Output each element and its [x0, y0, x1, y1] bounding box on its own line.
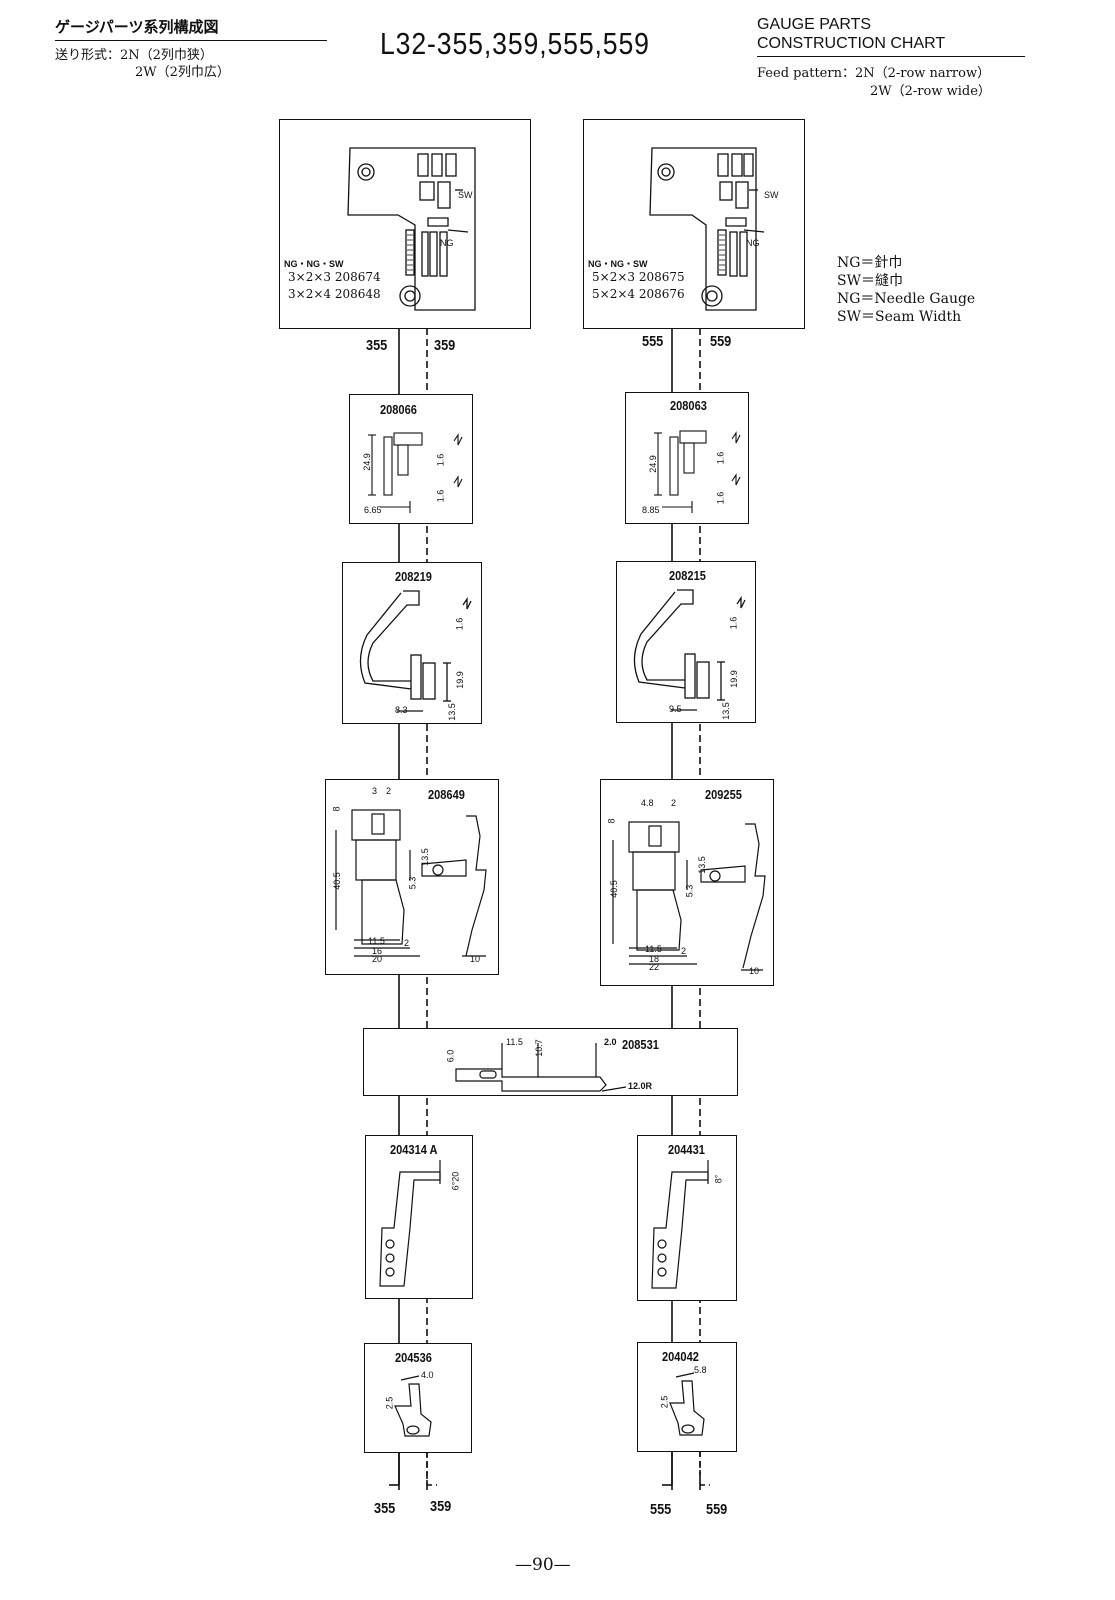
jp-chart-title: ゲージパーツ系列構成図	[55, 18, 219, 36]
dim-8-85: 8.85	[642, 505, 660, 515]
route-label-355-bottom: 355	[374, 1500, 396, 1517]
part-number-204314a: 204314 A	[390, 1142, 438, 1157]
dim-9-5: 9.5	[669, 704, 682, 714]
dim-2: 2	[671, 798, 677, 808]
dim-20: 20	[372, 954, 383, 964]
dim-22: 22	[649, 962, 660, 972]
differential-feed-dog-drawing-icon	[633, 589, 746, 711]
part-number-208219: 208219	[395, 569, 432, 584]
needle-guard-drawing-icon	[455, 1043, 627, 1092]
jp-feed-pattern-line1: 送り形式：2N（2列巾狭）	[55, 48, 213, 63]
looper-box-204431: 204431 8°	[637, 1135, 737, 1301]
en-chart-title: GAUGE PARTS CONSTRUCTION CHART	[757, 15, 945, 53]
feed-pattern-line1: Feed pattern：2N（2-row narrow）	[757, 66, 991, 81]
part-number-208649: 208649	[428, 787, 465, 802]
en-title-line2: CONSTRUCTION CHART	[757, 35, 946, 52]
feed-dog-box-208215: 208215 1.6 19.9 13.5 9.5	[616, 561, 756, 723]
presser-foot-box-209255: 209255 4.8 2 8 40.5 5.3 13.5 11.5 2 18 2…	[600, 779, 774, 986]
dim-6-65: 6.65	[364, 505, 382, 515]
looper-box-204536: 204536 2.5 4.0	[364, 1343, 472, 1453]
feed-dog-drawing-icon	[654, 430, 741, 513]
part-number-208066: 208066	[380, 402, 417, 417]
part-number-208531: 208531	[622, 1037, 659, 1052]
dim-2: 2	[681, 946, 687, 956]
looper-box-204314a: 204314 A 6°20	[365, 1135, 473, 1299]
part-number-208063: 208063	[670, 398, 707, 413]
legend-ng-jp: NG＝針巾	[837, 255, 903, 271]
model-number-title: L32-355,359,555,559	[380, 26, 650, 61]
route-label-359-bottom: 359	[430, 1498, 452, 1515]
needle-plate-drawing-icon	[347, 147, 476, 311]
looper-drawing-icon	[651, 1160, 709, 1289]
en-title-underline	[757, 56, 1025, 57]
ng-label: NG	[746, 238, 760, 248]
sw-label: SW	[458, 190, 473, 200]
legend-ng-en: NG＝Needle Gauge	[837, 291, 976, 307]
route-label-555-bottom: 555	[650, 1501, 672, 1518]
jp-title-underline	[55, 40, 327, 41]
page-number: —90—	[515, 1555, 571, 1575]
looper-drawing-icon	[379, 1160, 441, 1287]
sw-label: SW	[764, 190, 779, 200]
dim-2: 2	[404, 938, 410, 948]
dim-4-8: 4.8	[641, 798, 654, 808]
dim-16: 16	[372, 946, 383, 956]
route-label-559-top: 559	[710, 333, 732, 350]
en-title-line1: GAUGE PARTS	[757, 16, 872, 33]
ng-ng-sw-header: NG・NG・SW	[588, 259, 648, 269]
needle-plate-box-555-559: SW NG NG・NG・SW 5×2×3 208675 5×2×4 208676	[583, 119, 805, 329]
dim-8-3: 8.3	[395, 705, 408, 715]
presser-foot-drawing-icon	[335, 809, 487, 957]
dim-10: 10	[749, 966, 760, 976]
dim-11-5: 11.5	[645, 944, 662, 954]
presser-foot-box-208649: 208649 3 2 8 40.5 5.3 13.5 11.5 2 16 20 …	[325, 779, 499, 975]
feed-dog-drawing-icon	[368, 432, 463, 513]
dim-18: 18	[649, 954, 660, 964]
part-number-204042: 204042	[662, 1349, 699, 1364]
needle-plate-208676: 5×2×4 208676	[592, 287, 685, 301]
feed-dog-box-208063: 208063 24.9 1.6 1.6 8.85	[625, 392, 749, 524]
dim-11-5: 11.5	[506, 1037, 523, 1047]
differential-feed-dog-drawing-icon	[359, 590, 472, 712]
dim-5-8: 5.8	[694, 1365, 707, 1375]
legend-sw-en: SW＝Seam Width	[837, 309, 962, 325]
route-label-359-top: 359	[434, 337, 456, 354]
ng-label: NG	[440, 238, 454, 248]
ng-ng-sw-header: NG・NG・SW	[284, 259, 344, 269]
needle-plate-box-355-359: SW NG NG・NG・SW 3×2×3 208674 3×2×4 208648	[279, 119, 531, 329]
dim-2-0: 2.0	[604, 1037, 617, 1047]
lower-looper-drawing-icon	[394, 1375, 432, 1437]
feed-dog-box-208066: 208066 24.9 1.6 1.6 6.65	[349, 394, 473, 524]
part-number-204431: 204431	[668, 1142, 705, 1157]
dim-12-0r: 12.0R	[628, 1081, 653, 1091]
dim-3: 3	[372, 786, 378, 796]
presser-foot-drawing-icon	[612, 821, 766, 971]
dim-10: 10	[470, 954, 481, 964]
needle-plate-drawing-icon	[649, 147, 765, 311]
part-number-208215: 208215	[669, 568, 706, 583]
feed-pattern-line2: 2W（2-row wide）	[870, 84, 991, 99]
route-label-555-top: 555	[642, 333, 664, 350]
part-number-204536: 204536	[395, 1350, 432, 1365]
needle-plate-208674: 3×2×3 208674	[288, 270, 381, 284]
jp-feed-pattern-line2: 2W（2列巾広）	[135, 65, 230, 80]
needle-plate-208648: 3×2×4 208648	[288, 287, 381, 301]
dim-2: 2	[386, 786, 392, 796]
dim-11-5: 11.5	[368, 936, 385, 946]
legend-sw-jp: SW＝縫巾	[837, 273, 903, 289]
route-label-559-bottom: 559	[706, 1501, 728, 1518]
dim-4-0: 4.0	[421, 1370, 434, 1380]
looper-box-204042: 204042 2.5 5.8	[637, 1342, 737, 1452]
shared-part-box-208531: 208531 6.0 11.5 10.7 2.0 12.0R	[363, 1028, 738, 1096]
lower-looper-drawing-icon	[669, 1372, 705, 1436]
part-number-209255: 209255	[705, 787, 742, 802]
route-label-355-top: 355	[366, 337, 388, 354]
feed-dog-box-208219: 208219 1.6 19.9 13.5 8.3	[342, 562, 482, 724]
needle-plate-208675: 5×2×3 208675	[592, 270, 685, 284]
